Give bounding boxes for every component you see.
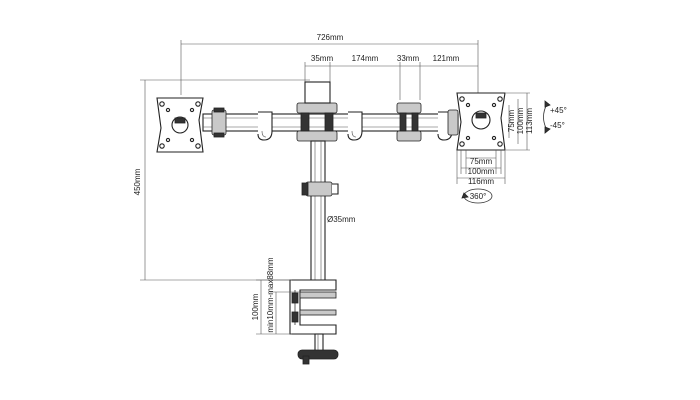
arm-segment-label: 174mm [352,54,379,63]
overall-width-dimension: 726mm [180,33,479,95]
vesa-v-large-label: 100mm [516,107,525,134]
right-vesa-plate [456,92,506,151]
vesa-v-small-label: 75mm [507,110,516,133]
right-elbow-joint [396,102,422,142]
pole-offset-label: 35mm [311,54,334,63]
segment-dimensions: 35mm 174mm 33mm 121mm [304,54,478,100]
vesa-h-large-label: 100mm [468,167,495,176]
clamp-dimensions: 100mm min10mm-max88mm [251,257,300,335]
pole-diameter-label: Ø35mm [327,215,356,224]
height-label: 450mm [133,168,142,195]
tilt-indicator: +45° -45° [543,100,567,134]
left-elbow-joint [211,107,227,138]
overall-width-label: 726mm [317,33,344,42]
center-pole-joint [296,81,338,142]
tilt-down-label: -45° [550,121,565,130]
rotation-indicator: 360° [461,188,493,204]
plate-width-label: 116mm [468,177,494,186]
desk-clamp [289,279,339,365]
right-end-joint [437,109,459,141]
plate-height-label: 113mm [525,108,534,134]
vesa-h-small-label: 75mm [470,157,493,166]
clamp-height-label: 100mm [251,293,260,320]
tilt-up-label: +45° [550,106,567,115]
left-vesa-plate [156,97,204,153]
vesa-vertical-dimensions: 75mm 100mm 113mm [506,92,534,151]
left-cable-clip [257,111,273,141]
rotation-label: 360° [470,192,487,201]
joint-width-label: 33mm [397,54,420,63]
vesa-horizontal-dimensions: 75mm 100mm 116mm [456,150,506,186]
right-cable-clip [347,111,363,141]
arm-end-label: 121mm [433,54,460,63]
tilt-arc-icon [543,103,548,131]
vertical-pole [310,140,326,282]
pole-collar [301,181,339,197]
clamp-range-label: min10mm-max88mm [266,257,275,332]
